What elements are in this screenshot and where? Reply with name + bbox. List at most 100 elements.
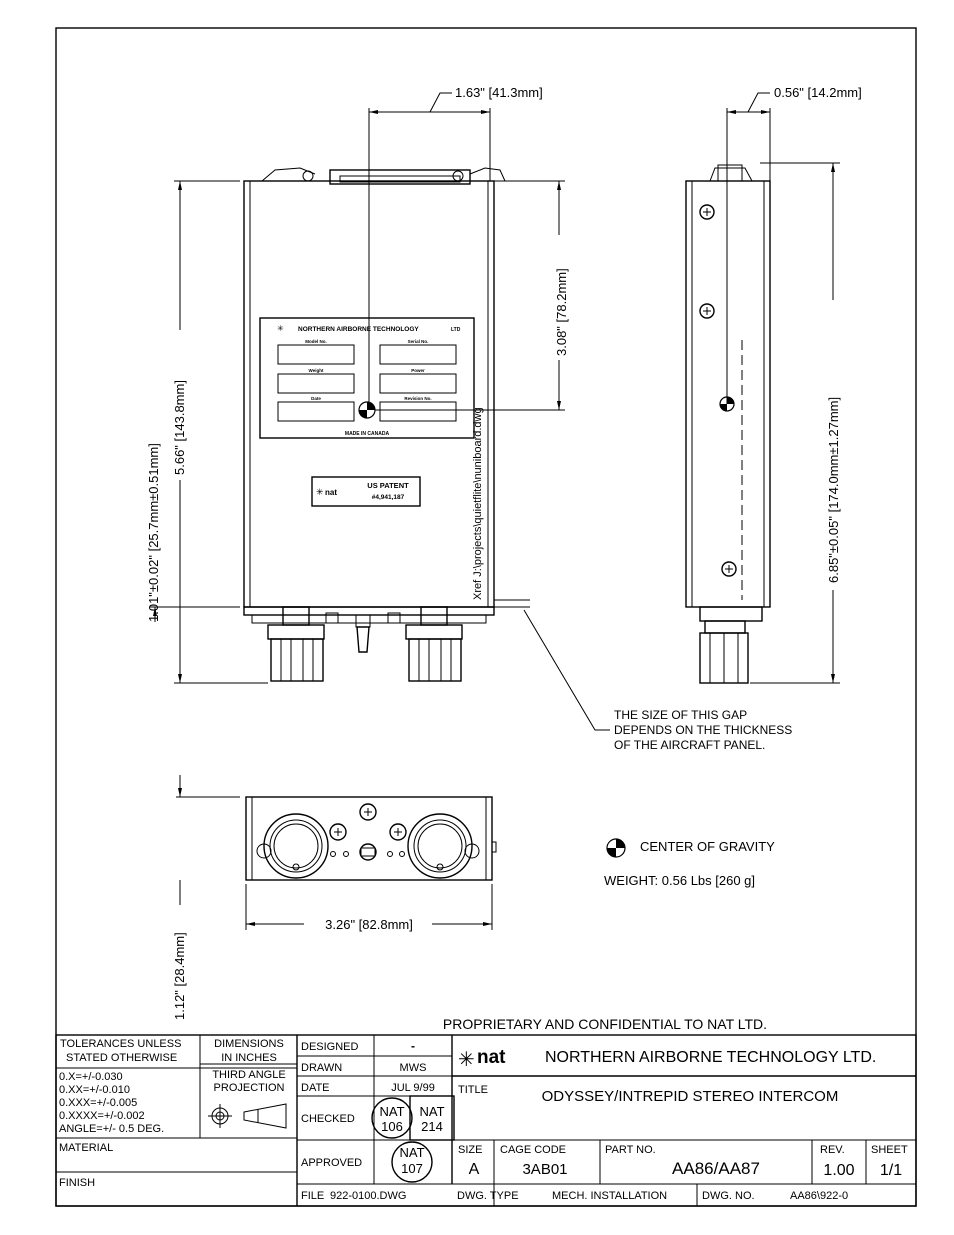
dim-side-length-label: 6.85"±0.05" [174.0mm±1.27mm] <box>826 397 841 583</box>
approved-stamp: NAT 107 <box>391 1141 433 1183</box>
dim-cg-bottom: 1.01"±0.02" [25.7mm±0.51mm] <box>146 443 240 622</box>
tolerance-line: 0.XXX=+/-0.005 <box>59 1097 137 1109</box>
checked-stamp: NAT 106 <box>371 1097 413 1139</box>
gap-note-line2: DEPENDS ON THE THICKNESS <box>614 723 792 737</box>
part-no-value: AA86/AA87 <box>672 1159 760 1178</box>
dim-top-width: 1.63" [41.3mm] <box>368 85 543 410</box>
screw-icon <box>329 823 347 841</box>
svg-text:107: 107 <box>401 1161 423 1176</box>
tolerance-line: 0.XX=+/-0.010 <box>59 1084 130 1096</box>
screw-icon <box>359 803 377 821</box>
dim-side-depth: 0.56" [14.2mm] <box>726 85 862 404</box>
designed-label: DESIGNED <box>301 1041 359 1053</box>
patent-plate: ✳ nat US PATENT #4,941,187 <box>311 476 421 507</box>
projection-label: PROJECTION <box>214 1082 285 1094</box>
weight-label: WEIGHT: 0.56 Lbs [260 g] <box>604 873 755 888</box>
plate-star-icon: ✳ <box>277 324 284 333</box>
cg-legend-label: CENTER OF GRAVITY <box>640 839 775 854</box>
rev-value: 1.00 <box>823 1162 854 1179</box>
tolerances-title: STATED OTHERWISE <box>66 1052 177 1064</box>
plate-field-box <box>277 401 355 422</box>
tolerance-line: ANGLE=+/- 0.5 DEG. <box>59 1123 164 1135</box>
file-value: 922-0100.DWG <box>330 1190 406 1202</box>
dim-cg-top: 3.08" [78.2mm] <box>375 180 569 411</box>
dim-top-width-label: 1.63" [41.3mm] <box>455 85 543 100</box>
screw-icon <box>699 303 715 319</box>
top-connector <box>329 169 471 185</box>
dim-front-width-label: 3.26" [82.8mm] <box>325 917 413 932</box>
title-block: TOLERANCES UNLESS STATED OTHERWISE 0.X=+… <box>55 1034 917 1207</box>
dim-cg-top-label: 3.08" [78.2mm] <box>554 268 569 356</box>
drawn-label: DRAWN <box>301 1062 342 1074</box>
svg-text:NAT: NAT <box>379 1104 404 1119</box>
proprietary-notice: PROPRIETARY AND CONFIDENTIAL TO NAT LTD. <box>443 1016 767 1032</box>
material-label: MATERIAL <box>59 1142 113 1154</box>
svg-text:214: 214 <box>421 1119 443 1134</box>
size-label: SIZE <box>458 1144 482 1156</box>
plate-field-box <box>379 373 457 394</box>
dim-front-width: 3.26" [82.8mm] <box>245 884 493 932</box>
toggle-switch <box>325 612 401 653</box>
dim-front-height: 1.12" [28.4mm] <box>172 775 240 1020</box>
dimensions-unit: IN INCHES <box>221 1052 277 1064</box>
patent-star-icon: ✳ <box>316 487 324 497</box>
rev-label: REV. <box>820 1144 845 1156</box>
dimensions-unit: DIMENSIONS <box>214 1038 284 1050</box>
tolerance-line: 0.XXXX=+/-0.002 <box>59 1110 145 1122</box>
plate-field-label: Serial No. <box>408 339 429 344</box>
front-view <box>245 796 497 881</box>
plate-field-label: Model No. <box>305 339 327 344</box>
gap-note: THE SIZE OF THIS GAP DEPENDS ON THE THIC… <box>494 599 792 752</box>
screw-icon <box>389 823 407 841</box>
size-value: A <box>469 1161 480 1178</box>
svg-text:NAT: NAT <box>399 1145 424 1160</box>
checked-label: CHECKED <box>301 1113 355 1125</box>
dwg-type-value: MECH. INSTALLATION <box>552 1190 667 1202</box>
drawn-value: MWS <box>400 1062 427 1074</box>
gap-note-line3: OF THE AIRCRAFT PANEL. <box>614 738 765 752</box>
company-logo: nat <box>477 1047 506 1068</box>
date-label: DATE <box>301 1082 330 1094</box>
patent-line2: #4,941,187 <box>372 494 405 501</box>
plate-brand-suffix: LTD <box>451 327 461 333</box>
patent-logo: nat <box>325 488 337 497</box>
cage-code-label: CAGE CODE <box>500 1144 566 1156</box>
svg-text:106: 106 <box>381 1119 403 1134</box>
dim-side-depth-label: 0.56" [14.2mm] <box>774 85 862 100</box>
third-angle-projection-icon <box>208 1103 287 1129</box>
plate-made-in: MADE IN CANADA <box>345 431 390 437</box>
dwg-no-value: AA86\922-0 <box>790 1190 848 1202</box>
dwg-no-label: DWG. NO. <box>702 1190 755 1202</box>
side-view <box>685 164 771 684</box>
finish-label: FINISH <box>59 1177 95 1189</box>
designed-value: - <box>411 1039 415 1053</box>
company-star-icon: ✳ <box>458 1049 475 1071</box>
patent-line1: US PATENT <box>367 481 409 490</box>
tolerance-line: 0.X=+/-0.030 <box>59 1071 123 1083</box>
tolerances-title: TOLERANCES UNLESS <box>60 1038 181 1050</box>
approved-label: APPROVED <box>301 1157 362 1169</box>
dim-side-length: 6.85"±0.05" [174.0mm±1.27mm] <box>750 162 842 684</box>
screw-icon <box>699 204 715 220</box>
drawing-title: ODYSSEY/INTREPID STEREO INTERCOM <box>542 1088 839 1105</box>
plate-field-label: Revision No. <box>404 396 431 401</box>
plate-field-label: Weight <box>309 368 324 373</box>
knob-right <box>405 606 463 682</box>
knob-left <box>267 606 325 682</box>
plate-field-label: Power <box>411 368 425 373</box>
top-view: ✳ NORTHERN AIRBORNE TECHNOLOGY LTD Model… <box>243 167 506 682</box>
part-no-label: PART NO. <box>605 1144 656 1156</box>
front-toggle <box>359 843 377 861</box>
id-label-plate: ✳ NORTHERN AIRBORNE TECHNOLOGY LTD Model… <box>259 317 475 439</box>
plate-field-box <box>379 401 457 422</box>
plate-field-label: Date <box>311 396 321 401</box>
cage-code-value: 3AB01 <box>522 1161 567 1178</box>
plate-field-box <box>379 344 457 365</box>
dim-cg-bottom-label: 1.01"±0.02" [25.7mm±0.51mm] <box>146 443 161 622</box>
dwg-type-label: DWG. TYPE <box>457 1190 519 1202</box>
cg-symbol-top <box>358 401 376 419</box>
gap-note-line1: THE SIZE OF THIS GAP <box>614 708 747 722</box>
company-name: NORTHERN AIRBORNE TECHNOLOGY LTD. <box>545 1049 876 1066</box>
dim-front-height-label: 1.12" [28.4mm] <box>172 932 187 1020</box>
